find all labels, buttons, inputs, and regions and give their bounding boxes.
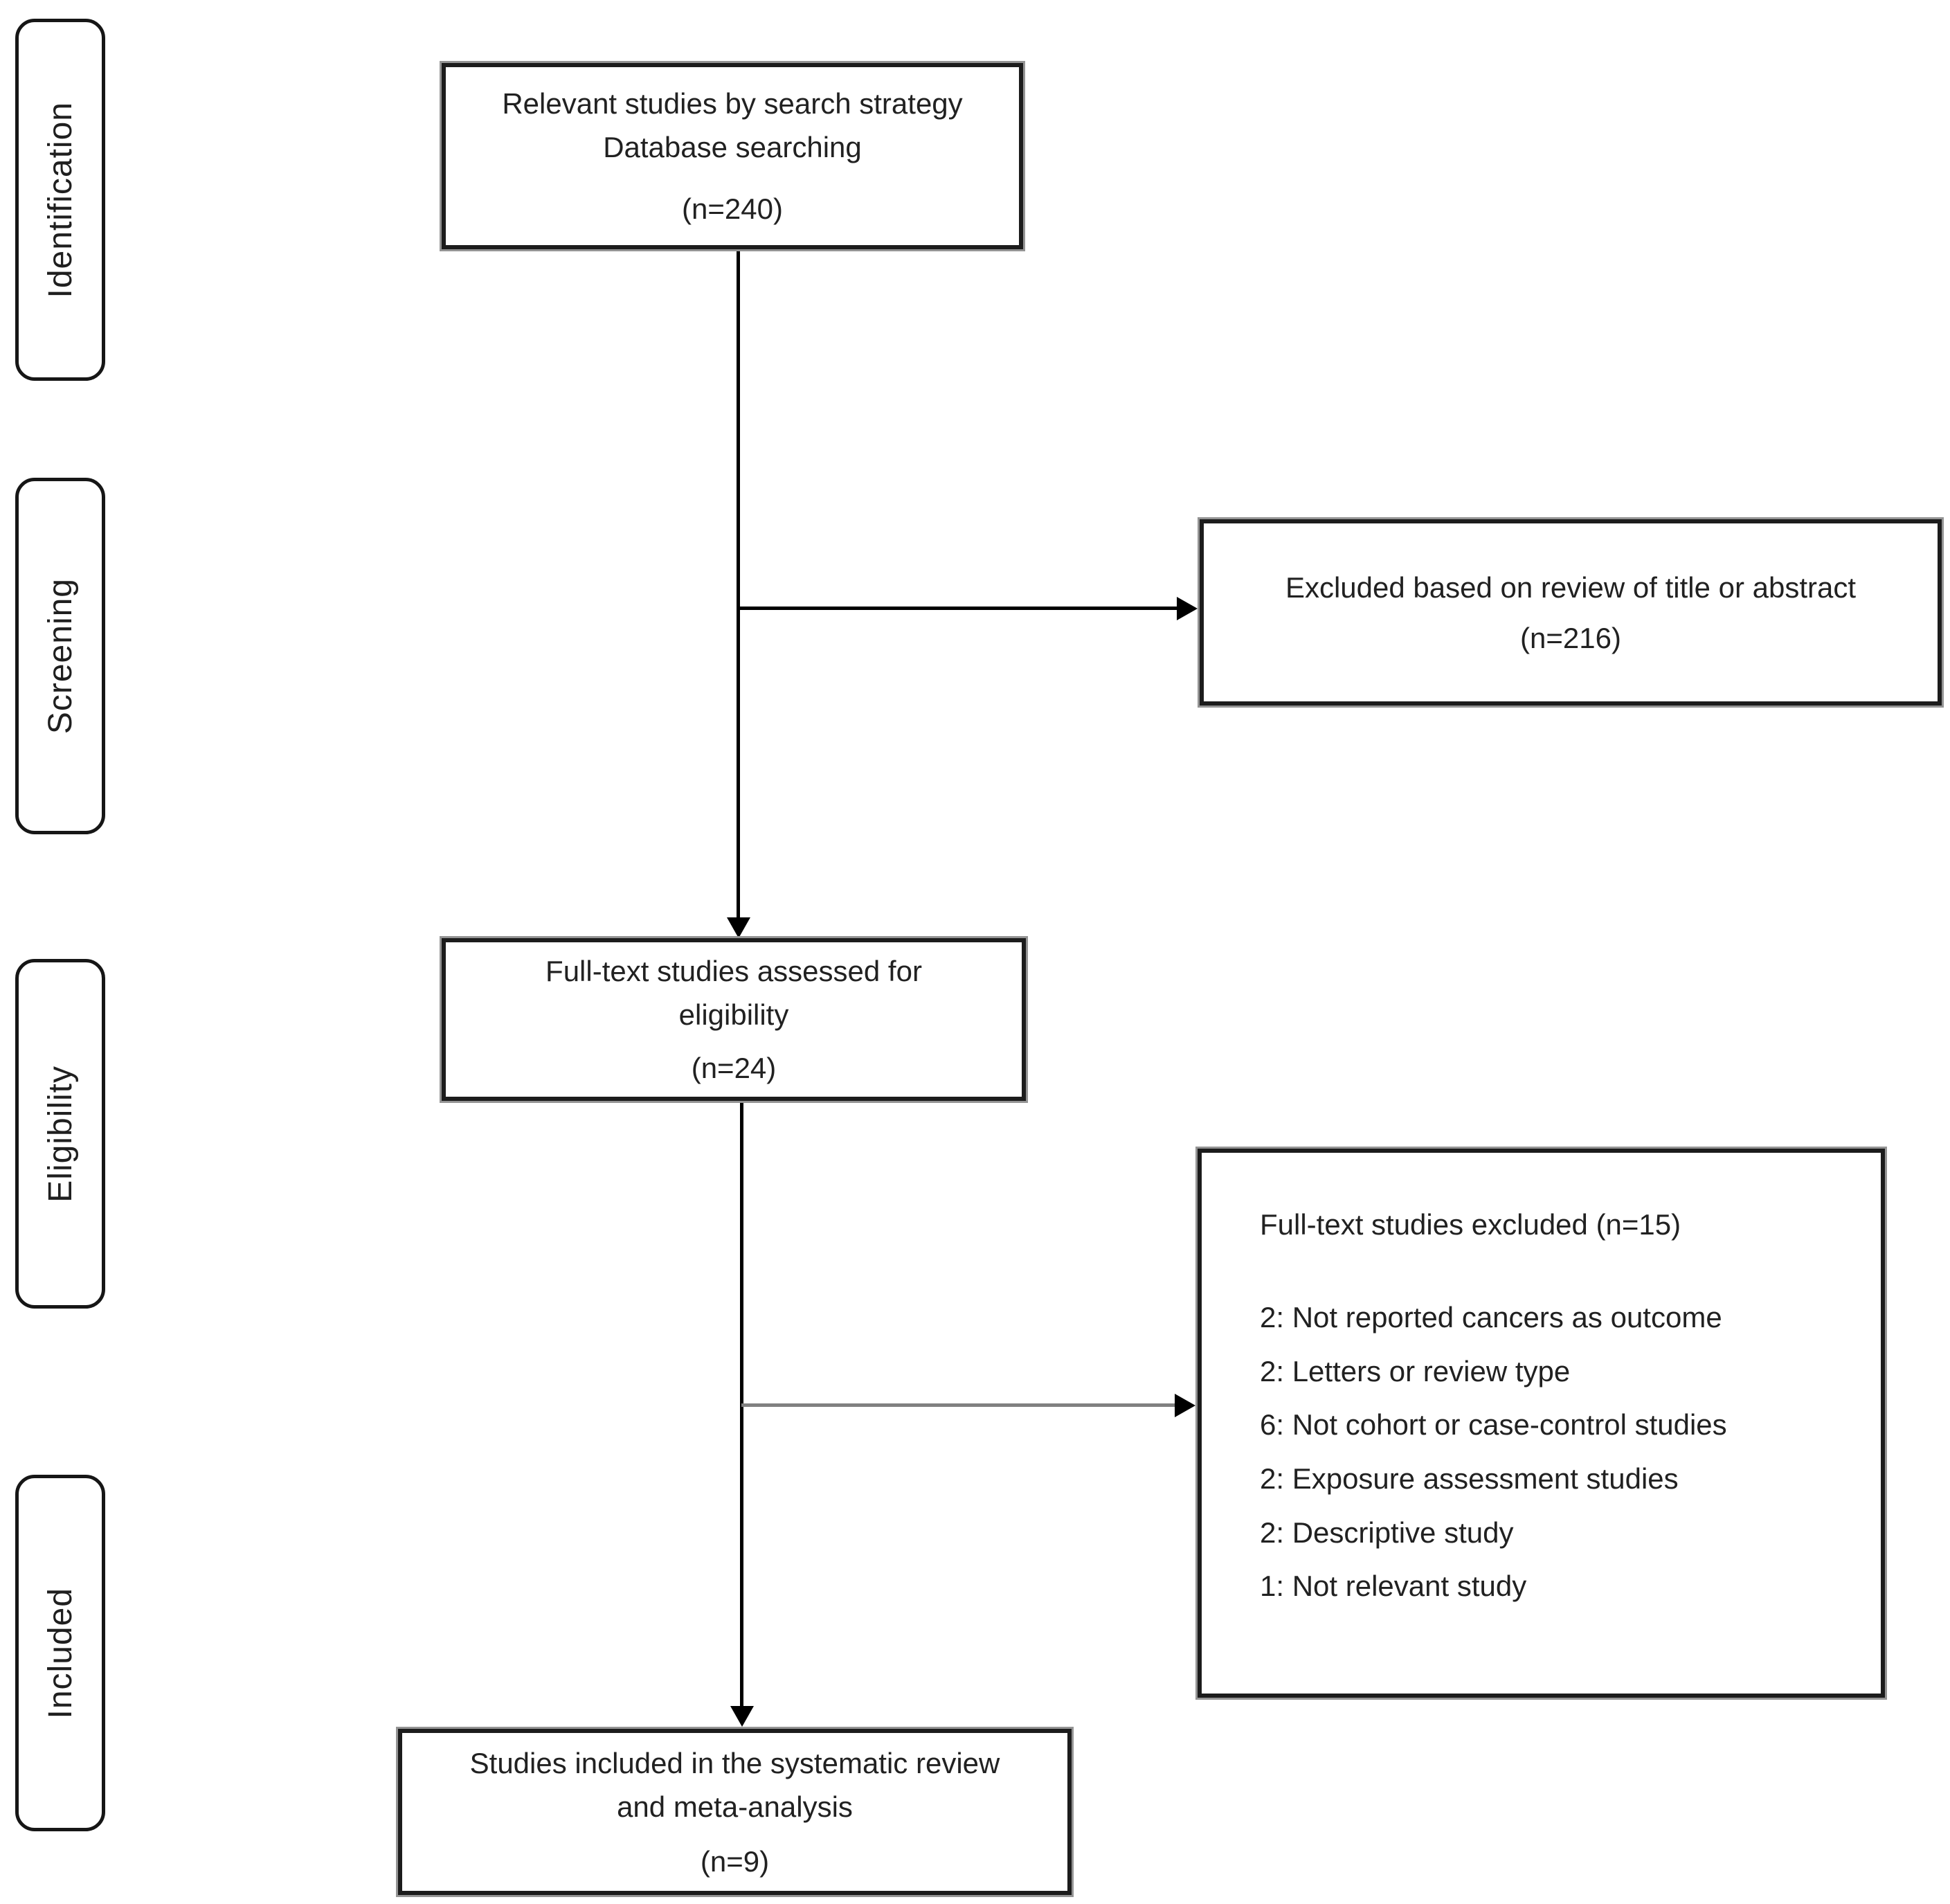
box-excluded-title-abstract-count: (n=216) [1520,621,1621,654]
box-excluded-title-abstract: Excluded based on review of title or abs… [1200,519,1942,706]
stage-screening-label: Screening [42,577,79,735]
stage-screening: Screening [15,478,105,834]
exclusion-reason: 2: Letters or review type [1260,1354,1571,1387]
connector-to-excluded-title-abstract [737,607,1177,610]
exclusion-reason: 6: Not cohort or case-control studies [1260,1408,1727,1442]
exclusion-reason: 2: Not reported cancers as outcome [1260,1301,1722,1333]
connector-to-fulltext-excluded [741,1403,1175,1407]
box-fulltext-assessed: Full-text studies assessed for eligibili… [442,938,1026,1101]
arrowhead-down-assessed [727,917,750,938]
arrowhead-right-excluded-title-abstract [1177,597,1198,620]
box-fulltext-excluded: Full-text studies excluded (n=15) 2: Not… [1198,1149,1885,1698]
arrowhead-down-included [730,1706,754,1727]
stage-eligibility-label: Eligibility [42,1065,79,1203]
box-fulltext-excluded-title: Full-text studies excluded (n=15) [1260,1208,1681,1241]
box-search-results-line1: Relevant studies by search strategy [502,87,963,120]
exclusion-reason: 2: Descriptive study [1260,1516,1514,1549]
connector-search-to-assessed [737,249,740,917]
box-fulltext-assessed-line1: Full-text studies assessed for [545,955,922,987]
box-search-results: Relevant studies by search strategy Data… [442,63,1023,249]
box-fulltext-assessed-count: (n=24) [691,1052,777,1084]
box-included-studies: Studies included in the systematic revie… [398,1729,1072,1895]
stage-included: Included [15,1475,105,1831]
exclusion-reason: 2: Exposure assessment studies [1260,1462,1679,1496]
box-included-studies-line2: and meta-analysis [617,1790,853,1823]
stage-included-label: Included [42,1587,79,1719]
stage-identification-label: Identification [42,101,79,298]
arrowhead-right-fulltext-excluded [1175,1394,1195,1417]
box-included-studies-count: (n=9) [700,1844,770,1878]
exclusion-reason: 1: Not relevant study [1260,1570,1527,1603]
box-search-results-count: (n=240) [682,192,783,225]
stage-identification: Identification [15,19,105,381]
box-included-studies-line1: Studies included in the systematic revie… [469,1746,1000,1779]
box-fulltext-assessed-line2: eligibility [678,998,789,1031]
box-search-results-line2: Database searching [603,131,862,163]
stage-eligibility: Eligibility [15,959,105,1309]
box-excluded-title-abstract-line1: Excluded based on review of title or abs… [1285,571,1857,604]
